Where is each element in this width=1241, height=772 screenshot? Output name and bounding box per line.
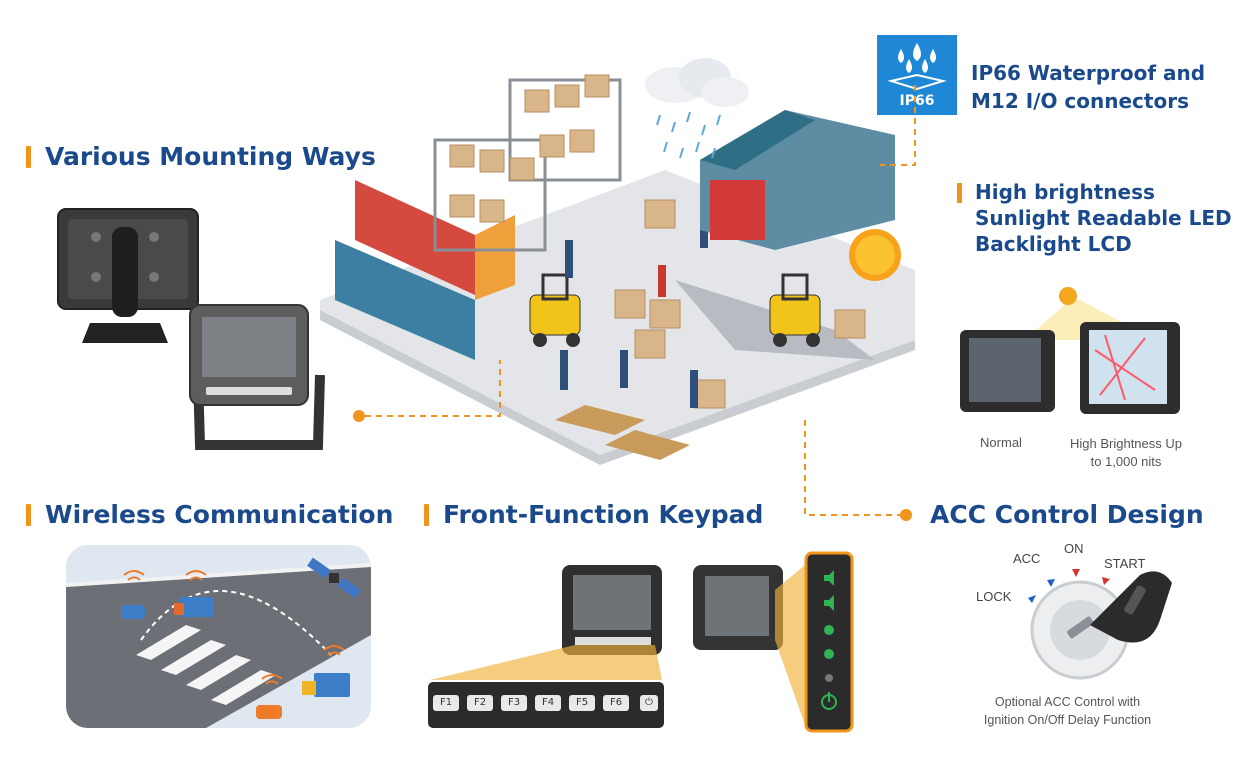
wireless-heading-text: Wireless Communication — [45, 500, 394, 529]
road-scene — [66, 557, 371, 728]
keypad-key-f1[interactable]: F1 — [433, 695, 459, 711]
mounting-devices-illustration — [57, 208, 325, 450]
heading-accent-bar — [957, 183, 962, 203]
warehouse-illustration — [320, 58, 915, 465]
wireless-illustration — [66, 545, 371, 728]
acc-lock-label: LOCK — [976, 589, 1012, 604]
normal-caption: Normal — [980, 435, 1022, 450]
keypad-power-key[interactable]: ⏻ — [640, 695, 658, 711]
keypad-heading: Front-Function Keypad — [424, 500, 763, 529]
keypad-key-f4[interactable]: F4 — [535, 695, 561, 711]
power-icon — [821, 692, 837, 710]
ip66-line-2: M12 I/O connectors — [971, 89, 1189, 113]
keypad-key-f2[interactable]: F2 — [467, 695, 493, 711]
sun-icon — [849, 229, 901, 281]
forklift-icon — [769, 273, 821, 347]
brightness-line-3: Backlight LCD — [975, 232, 1132, 256]
high-brightness-caption: High Brightness Up to 1,000 nits — [1058, 435, 1194, 471]
heading-accent-bar — [424, 503, 429, 526]
truck-icon — [174, 597, 213, 617]
acc-heading-text: ACC Control Design — [930, 500, 1204, 529]
high-brightness-caption-line-1: High Brightness Up — [1070, 436, 1182, 451]
keypad-key-f3[interactable]: F3 — [501, 695, 527, 711]
acc-acc-label: ACC — [1013, 551, 1041, 566]
brightness-comparison-illustration — [960, 287, 1180, 414]
ip66-description: IP66 Waterproof and M12 I/O connectors — [971, 59, 1205, 115]
forklift-icon — [529, 273, 581, 347]
heading-accent-bar — [26, 503, 31, 526]
keypad-heading-text: Front-Function Keypad — [443, 500, 764, 529]
acc-caption: Optional ACC Control with Ignition On/Of… — [955, 693, 1180, 729]
ip66-line-1: IP66 Waterproof and — [971, 61, 1206, 85]
wireless-heading: Wireless Communication — [26, 500, 393, 529]
brightness-line-1: High brightness — [975, 180, 1155, 204]
satellite-icon — [307, 557, 361, 599]
car-icon — [256, 705, 282, 719]
sun-icon — [1059, 287, 1077, 305]
brightness-line-2: Sunlight Readable LED — [975, 206, 1232, 230]
keypad-key-f6[interactable]: F6 — [603, 695, 629, 711]
brightness-description: High brightness Sunlight Readable LED Ba… — [975, 179, 1232, 257]
acc-start-label: START — [1104, 556, 1146, 571]
wifi-icon — [123, 570, 345, 685]
ignition-key-icon — [1090, 571, 1172, 643]
acc-caption-line-2: Ignition On/Off Delay Function — [983, 713, 1152, 727]
mounting-heading: Various Mounting Ways — [26, 142, 376, 171]
heading-accent-bar — [26, 145, 31, 168]
mounting-heading-text: Various Mounting Ways — [45, 142, 376, 171]
cloud-icon — [645, 58, 749, 107]
acc-caption-line-1: Optional ACC Control with — [994, 695, 1141, 709]
car-icon — [121, 605, 145, 619]
acc-heading: ACC Control Design — [930, 500, 1204, 529]
acc-on-label: ON — [1064, 541, 1084, 556]
callout-dot — [353, 410, 365, 422]
truck-icon — [302, 673, 350, 697]
keypad-key-f5[interactable]: F5 — [569, 695, 595, 711]
high-brightness-caption-line-2: to 1,000 nits — [1090, 454, 1162, 469]
ignition-switch-illustration — [1028, 569, 1172, 680]
